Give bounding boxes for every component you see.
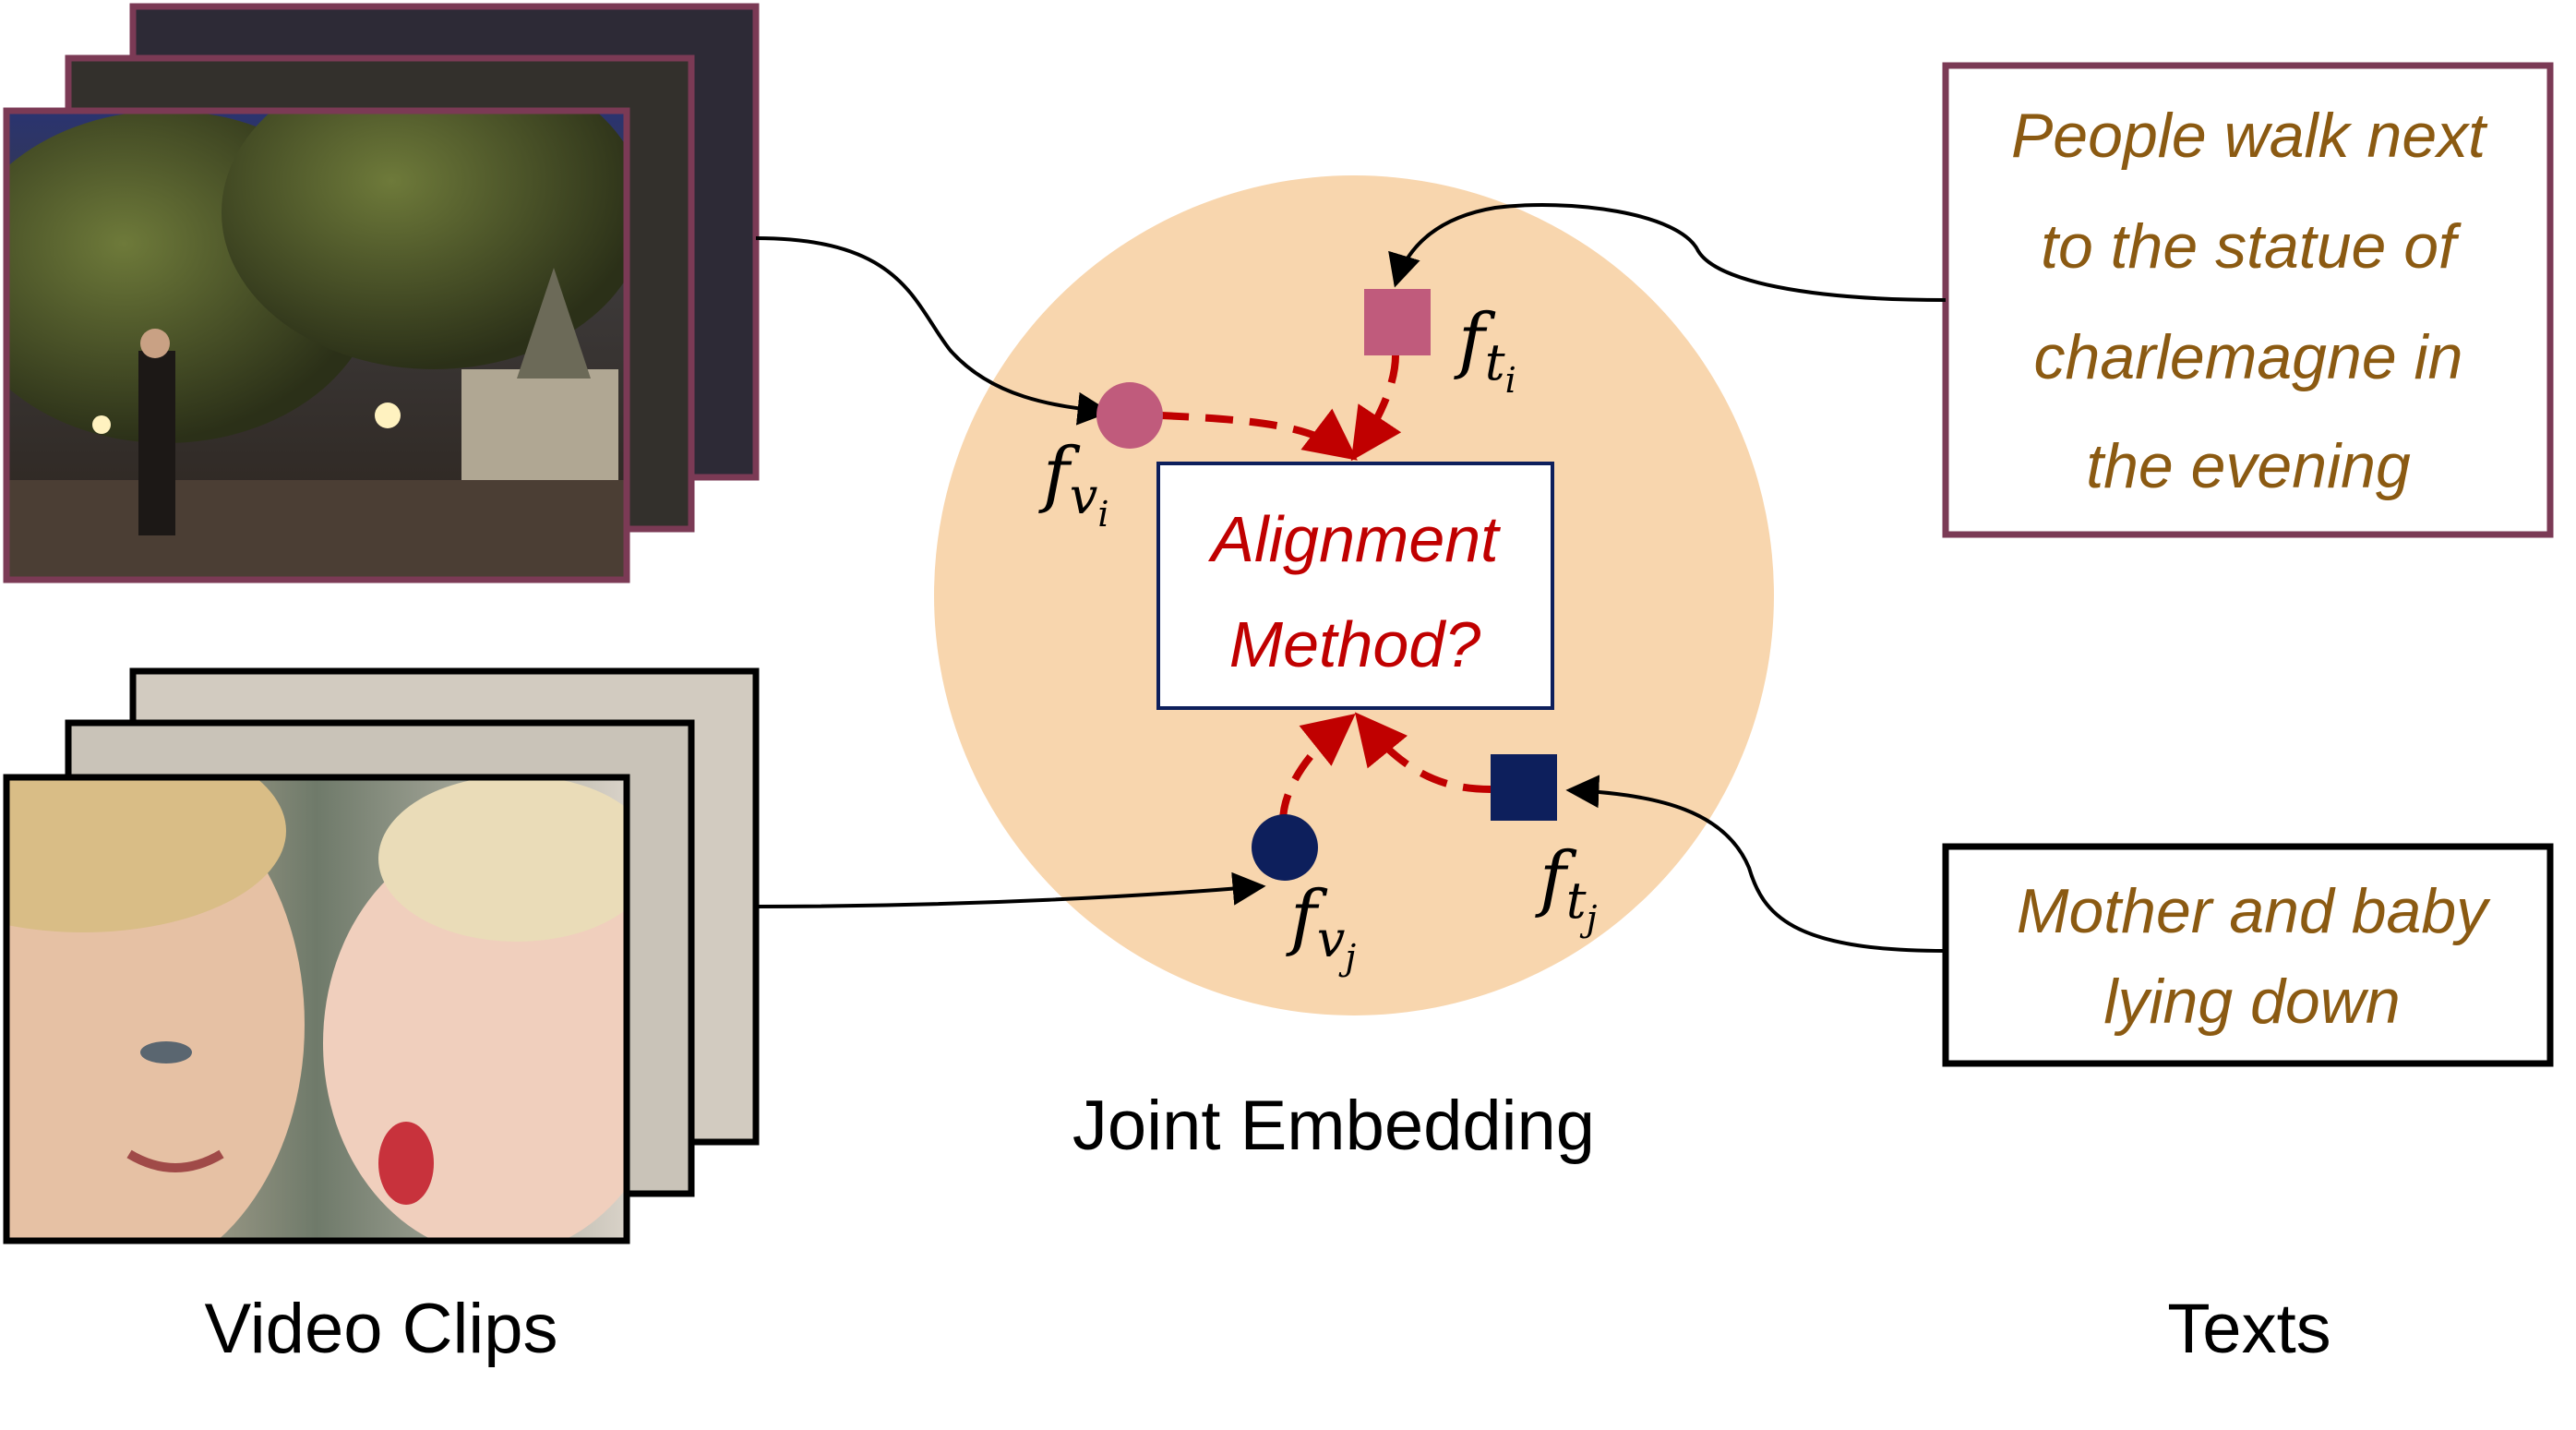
- text-line-top-3: charlemagne in: [2034, 322, 2463, 392]
- alignment-label-line1: Alignment: [1207, 503, 1501, 575]
- dashed-arrow-fvj: [1279, 714, 1356, 823]
- circle-marker-fvj: [1252, 814, 1318, 881]
- text-line-bottom-1: Mother and baby: [2017, 876, 2491, 946]
- circle-marker-fvi: [1096, 382, 1163, 449]
- label-f-vi: fvi: [1038, 433, 1109, 535]
- text-box-top-content: People walk next to the statue of charle…: [2011, 101, 2488, 501]
- arrow-video-bottom-to-fvj: [755, 871, 1266, 908]
- label-f-vj-sub: v: [1317, 910, 1346, 968]
- video-frame-front: [3, 107, 630, 583]
- caption-texts: Texts: [2167, 1290, 2330, 1368]
- video-frame-front: [3, 774, 630, 1244]
- alignment-label-line2: Method?: [1229, 608, 1480, 680]
- caption-video-clips: Video Clips: [204, 1290, 557, 1368]
- arrow-video-top-to-fvi: [755, 236, 1111, 426]
- label-f-ti-sub: t: [1485, 333, 1505, 391]
- text-line-top-1: People walk next: [2011, 101, 2488, 171]
- arrow-text-top-to-fti: [1388, 203, 1947, 302]
- label-f-tj-sub: t: [1566, 871, 1587, 930]
- text-line-top-4: the evening: [2086, 431, 2411, 501]
- square-marker-ftj: [1491, 754, 1557, 821]
- video-clip-stack-bottom: [3, 667, 760, 1244]
- label-f-vj: fvj: [1286, 876, 1356, 978]
- text-box-bottom-content: Mother and baby lying down: [2017, 876, 2491, 1037]
- text-line-top-2: to the statue of: [2041, 211, 2462, 282]
- label-f-vi-sub: v: [1070, 467, 1098, 525]
- text-box-bottom: [1942, 843, 2554, 1067]
- arrow-text-bottom-to-ftj: [1565, 775, 1947, 953]
- label-f-ti-subsub: i: [1505, 360, 1516, 401]
- caption-joint-embedding: Joint Embedding: [1072, 1087, 1595, 1165]
- text-box-top: [1942, 62, 2554, 538]
- alignment-method-box: [1156, 462, 1554, 710]
- video-clip-stack-top: [3, 3, 760, 583]
- dashed-arrow-ftj: [1354, 712, 1492, 793]
- text-line-bottom-2: lying down: [2103, 967, 2400, 1037]
- square-marker-fti: [1364, 289, 1431, 355]
- dashed-arrow-fvi: [1160, 408, 1358, 461]
- label-f-vi-subsub: i: [1097, 494, 1108, 535]
- dashed-arrow-fti: [1350, 354, 1402, 462]
